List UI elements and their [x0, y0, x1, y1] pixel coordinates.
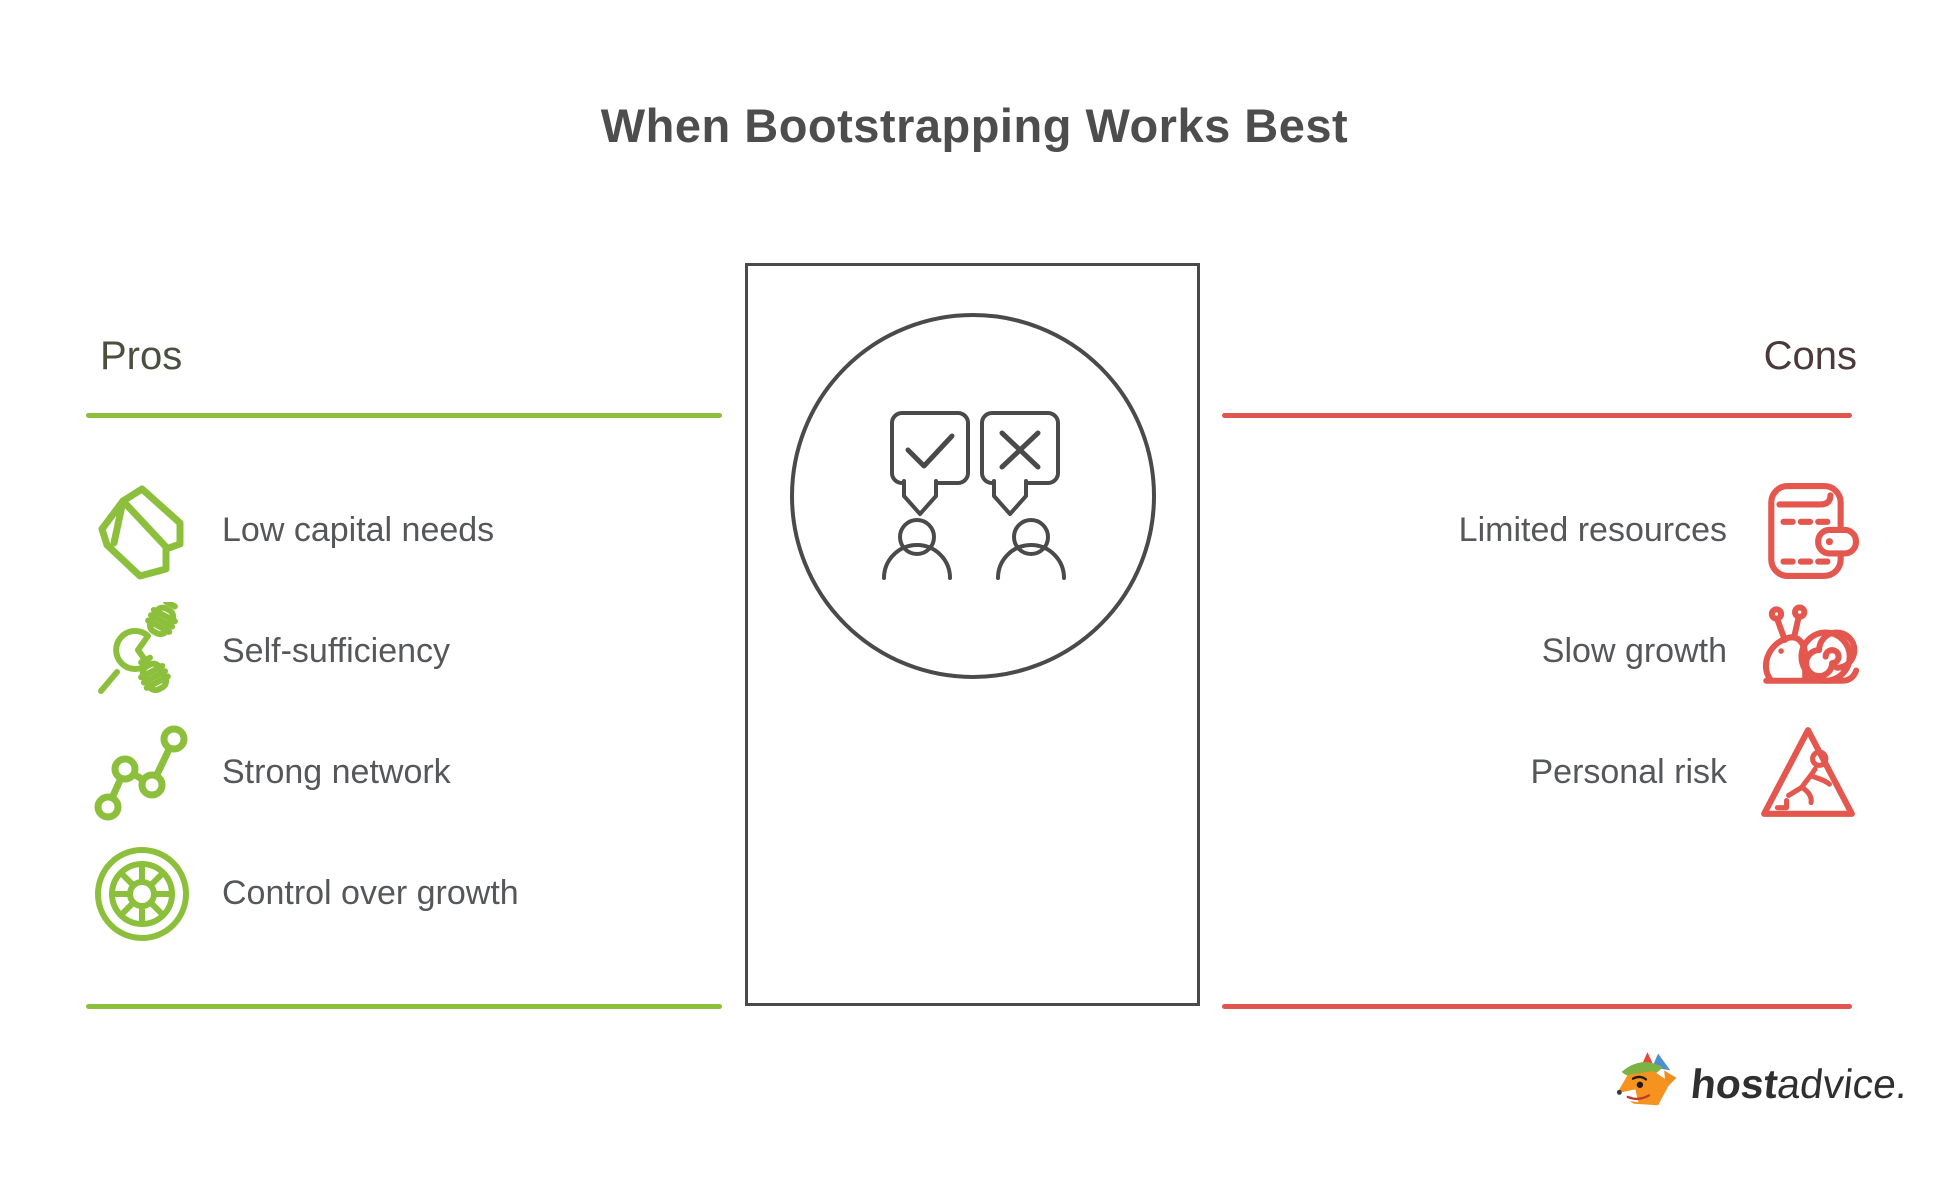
pros-item-label: Low capital needs — [222, 511, 495, 549]
list-item: Self-sufficiency — [92, 591, 732, 712]
cons-item-label: Limited resources — [1458, 511, 1727, 549]
wallet-icon — [1757, 480, 1859, 582]
gem-icon — [92, 481, 192, 581]
decision-illustration-box — [745, 263, 1200, 1006]
page-title: When Bootstrapping Works Best — [600, 99, 1349, 152]
logo-word-host: host — [1688, 1060, 1780, 1107]
network-nodes-icon — [92, 723, 192, 823]
pros-heading: Pros — [100, 334, 183, 378]
cons-top-divider — [1222, 413, 1852, 418]
list-item: Limited resources — [1099, 470, 1859, 591]
slip-warning-triangle-icon — [1757, 722, 1859, 824]
wheel-icon — [92, 844, 192, 944]
hostadvice-logo: hostadvice. — [1611, 1046, 1909, 1122]
cons-heading: Cons — [1763, 334, 1857, 378]
wrench-screws-icon — [92, 598, 192, 702]
cons-item-label: Personal risk — [1530, 753, 1727, 791]
approve-reject-people-icon — [790, 313, 1156, 679]
list-item: Personal risk — [1099, 712, 1859, 833]
pros-list: Low capital needs — [92, 470, 732, 954]
fox-mascot-icon — [1611, 1046, 1687, 1122]
logo-word-advice: advice. — [1774, 1060, 1910, 1107]
pros-bottom-divider — [86, 1004, 722, 1009]
logo-wordmark: hostadvice. — [1688, 1061, 1909, 1108]
list-item: Low capital needs — [92, 470, 732, 591]
cons-item-label: Slow growth — [1541, 632, 1727, 670]
pros-item-label: Control over growth — [222, 874, 519, 912]
list-item: Slow growth — [1099, 591, 1860, 712]
snail-icon — [1757, 601, 1860, 703]
list-item: Control over growth — [92, 833, 732, 954]
pros-top-divider — [86, 413, 722, 418]
pros-item-label: Self-sufficiency — [222, 632, 451, 670]
cons-list: Limited resources Slow growth — [1099, 470, 1860, 833]
pros-item-label: Strong network — [222, 753, 451, 791]
list-item: Strong network — [92, 712, 732, 833]
cons-bottom-divider — [1222, 1004, 1852, 1009]
